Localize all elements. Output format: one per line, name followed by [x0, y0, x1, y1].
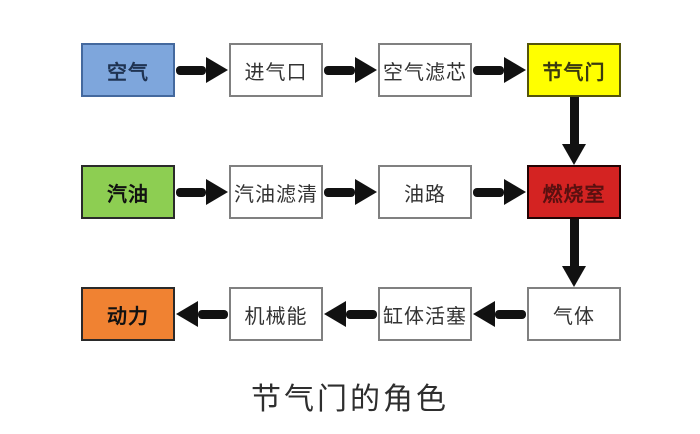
flow-node-mechanical-energy: 机械能	[229, 287, 323, 341]
arrow-right-icon	[324, 57, 377, 83]
flow-node-fuel-filter: 汽油滤清	[229, 165, 323, 219]
flow-node-fuel-line: 油路	[378, 165, 472, 219]
flow-node-combustion-chamber: 燃烧室	[527, 165, 621, 219]
arrow-left-icon	[473, 301, 526, 327]
arrow-down-icon	[562, 219, 586, 287]
diagram-title: 节气门的角色	[251, 383, 449, 416]
flow-node-cylinder-piston: 缸体活塞	[378, 287, 472, 341]
arrow-left-icon	[324, 301, 377, 327]
flow-node-air-filter: 空气滤芯	[378, 43, 472, 97]
flow-node-gas: 气体	[527, 287, 621, 341]
arrow-down-icon	[562, 97, 586, 165]
arrow-right-icon	[473, 57, 526, 83]
arrow-right-icon	[176, 57, 228, 83]
flow-node-air: 空气	[81, 43, 175, 97]
arrow-right-icon	[176, 179, 228, 205]
flow-node-intake: 进气口	[229, 43, 323, 97]
flow-node-power: 动力	[81, 287, 175, 341]
flow-node-throttle: 节气门	[527, 43, 621, 97]
arrow-right-icon	[324, 179, 377, 205]
arrow-right-icon	[473, 179, 526, 205]
arrow-left-icon	[176, 301, 228, 327]
flow-node-gasoline: 汽油	[81, 165, 175, 219]
